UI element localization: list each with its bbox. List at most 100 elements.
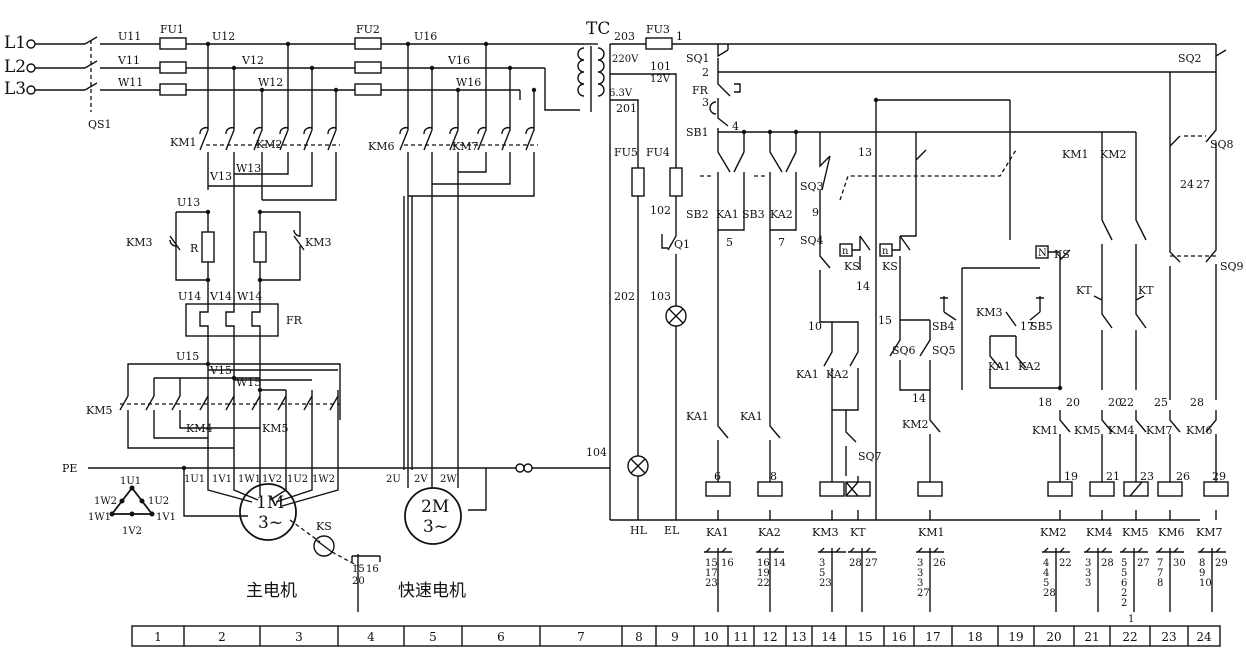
xref-right-value: 26	[933, 558, 946, 569]
node-7: 7	[778, 236, 785, 249]
coil-label-km1: KM1	[918, 526, 944, 539]
fuse-fu3	[645, 37, 673, 50]
label-sq3: SQ3	[800, 180, 824, 193]
label-km5-b: KM5	[1074, 424, 1100, 437]
label-km2-r: KM2	[1100, 148, 1126, 161]
ks-block-3-glyph: N	[1038, 248, 1047, 259]
xref-left-value: 4	[1043, 558, 1049, 569]
zone-cell: 1	[154, 630, 162, 644]
label-ka2-r: KA2	[1018, 360, 1041, 373]
terminal-l3	[26, 85, 36, 95]
label-km3-right: KM3	[305, 236, 331, 249]
xref-left-value: 7	[1157, 558, 1163, 569]
coil-label-km3: KM3	[812, 526, 838, 539]
node-26: 26	[1176, 470, 1190, 483]
terminal-2v: 2V	[414, 474, 428, 485]
label-ks-3: KS	[1054, 248, 1070, 261]
label-v13: V13	[209, 170, 232, 183]
terminal-2u: 2U	[386, 474, 401, 485]
motor-1m-phase: 3~	[258, 513, 283, 533]
label-hl: HL	[630, 524, 648, 537]
xref-left-value: 3	[1085, 578, 1091, 589]
tc-node-201: 201	[616, 102, 637, 115]
label-ka1-r: KA1	[988, 360, 1011, 373]
terminal-l2	[26, 63, 36, 73]
label-w13: W13	[236, 162, 261, 175]
coil-km3	[819, 481, 845, 497]
label-ks-1: KS	[844, 260, 860, 273]
motor-1m-name: 1M	[256, 493, 284, 513]
label-w15: W15	[236, 376, 261, 389]
node-10: 10	[808, 320, 822, 333]
xref-right-value: 28	[1101, 558, 1114, 569]
terminal-2w: 2W	[440, 474, 457, 485]
fuse-fu4	[669, 167, 683, 197]
fuse-fu1-l3	[159, 83, 187, 96]
km5-km4-contacts	[119, 369, 340, 470]
fr-thermal-relay	[185, 303, 279, 337]
coil-label-ka1: KA1	[706, 526, 729, 539]
label-km7-main: KM7	[452, 140, 478, 153]
label-fu1: FU1	[160, 23, 184, 36]
xref-left-value: 15	[705, 558, 718, 569]
node-17: 17	[1020, 320, 1034, 333]
node-25: 25	[1154, 396, 1168, 409]
label-pe: PE	[62, 462, 77, 475]
label-l1: L1	[4, 33, 26, 53]
node-13: 13	[858, 146, 872, 159]
zone-cell: 8	[635, 630, 643, 644]
zone-cell: 3	[295, 630, 303, 644]
node-2: 2	[702, 66, 709, 79]
xref-left-value: 3	[917, 558, 923, 569]
power-circuit: L1 L2 L3 QS1 U11 V11 W11 FU1 U12 V12 W12…	[4, 23, 610, 612]
node-28: 28	[1190, 396, 1204, 409]
node-9: 9	[812, 206, 819, 219]
km6-km7-contacts	[399, 120, 538, 470]
ks-contact-15: 15	[352, 564, 365, 575]
xref-right-value: 27	[1137, 558, 1150, 569]
label-u14: U14	[178, 290, 201, 303]
coil-km1	[917, 481, 943, 497]
label-u11: U11	[118, 30, 141, 43]
label-km1-b: KM1	[1032, 424, 1058, 437]
winding-1w1: 1W1	[88, 512, 111, 523]
xref-left-value: 3	[917, 578, 923, 589]
label-km4-main: KM4	[186, 422, 212, 435]
zone-cell: 21	[1084, 630, 1099, 644]
label-km1-r: KM1	[1062, 148, 1088, 161]
xref-left-value: 4	[1043, 568, 1049, 579]
label-sq9: SQ9	[1220, 260, 1244, 273]
fast-motor-2m	[404, 487, 462, 545]
coil-label-km7: KM7	[1196, 526, 1222, 539]
fuse-fu1-l2	[159, 61, 187, 74]
zone-cell: 17	[925, 630, 940, 644]
label-km3-ctrl: KM3	[976, 306, 1002, 319]
fuse-fu2-l1	[354, 37, 382, 50]
zone-cell: 23	[1161, 630, 1176, 644]
terminal-1v1: 1V1	[212, 474, 232, 485]
node-6: 6	[714, 470, 721, 483]
tc-node-104: 104	[586, 446, 607, 459]
xref-left-value: 8	[1157, 578, 1163, 589]
xref-left-value: 5	[1121, 568, 1127, 579]
node-15: 15	[878, 314, 892, 327]
xref-right-value: 16	[721, 558, 734, 569]
winding-1v2: 1V2	[122, 526, 142, 537]
speed-switch-ks	[313, 535, 335, 557]
label-el: EL	[664, 524, 680, 537]
control-circuit: SQ1 SQ2 2 FR 3 SB1 4 SB2 KA1 SB3 KA2 5 7…	[686, 44, 1244, 625]
label-sq7: SQ7	[858, 450, 882, 463]
xref-left-value: 28	[849, 558, 862, 569]
xref-left-value: 27	[917, 588, 930, 599]
fuse-fu5	[631, 167, 645, 197]
node-19: 19	[1064, 470, 1078, 483]
label-ka1-b: KA1	[796, 368, 819, 381]
